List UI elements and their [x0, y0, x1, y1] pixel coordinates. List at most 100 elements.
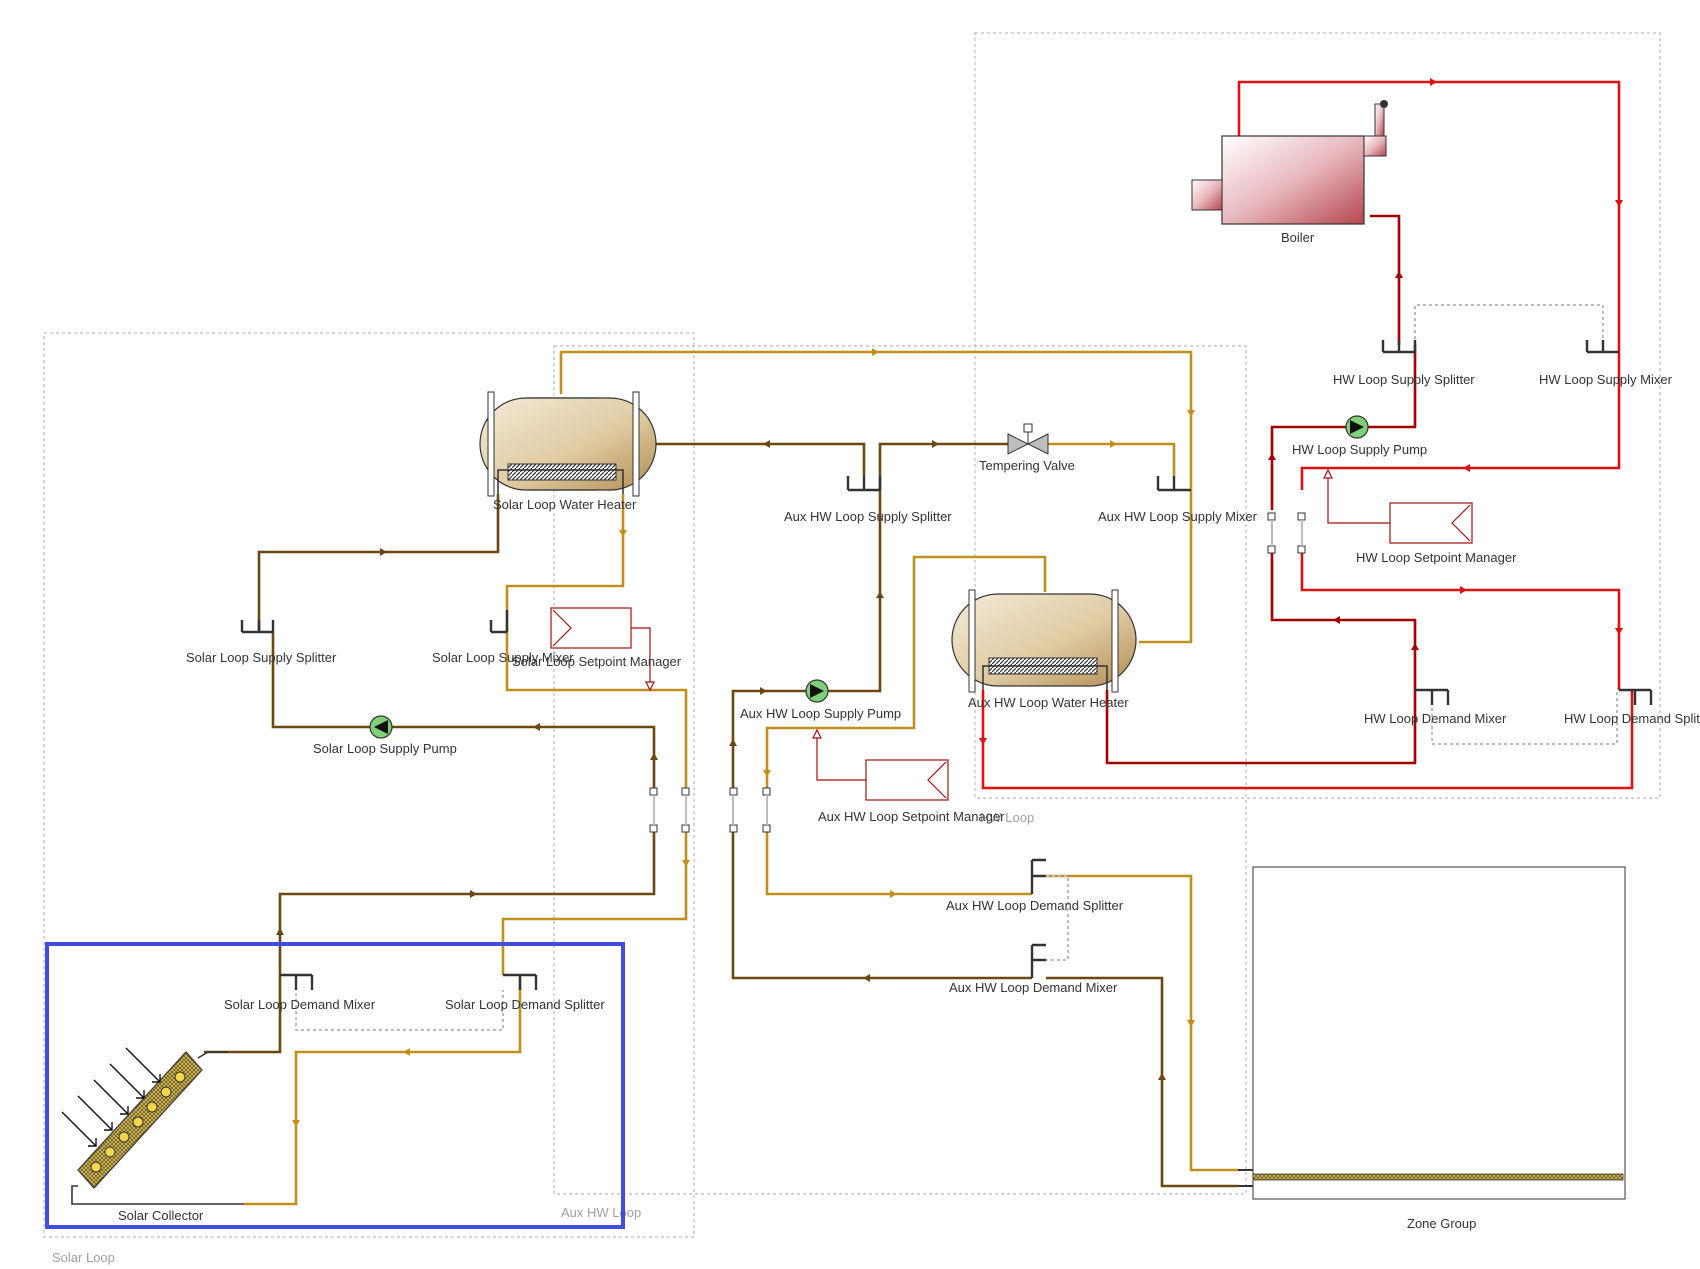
boiler-icon[interactable]: [1191, 100, 1388, 225]
node-icon[interactable]: [762, 787, 771, 796]
node-icon[interactable]: [1267, 512, 1276, 521]
flow-arrow: [276, 928, 284, 935]
hw-aux-heater-in-pipe: [1105, 690, 1417, 765]
hw-loop-label: HW Loop: [980, 810, 1034, 825]
loop-boundaries: [43, 32, 1661, 1238]
solar-tank-to-splitter: [257, 494, 500, 632]
hw-loop-setpoint-manager-label: HW Loop Setpoint Manager: [1356, 550, 1517, 565]
aux-hw-loop-supply-mixer-label: Aux HW Loop Supply Mixer: [1098, 509, 1258, 524]
solar-mixer-to-demand: [505, 632, 688, 792]
aux-demand-supply-pipe: [765, 828, 1032, 896]
node-icon[interactable]: [729, 824, 738, 833]
flow-arrow: [1268, 453, 1276, 460]
aux-tank-to-splitter: [655, 442, 866, 476]
hw-loop-demand-mixer-label: HW Loop Demand Mixer: [1364, 711, 1507, 726]
aux-demand-bypass: [1046, 875, 1069, 961]
node-icon[interactable]: [681, 787, 690, 796]
aux-hw-loop-water-heater-label: Aux HW Loop Water Heater: [968, 695, 1129, 710]
aux-hw-loop-supply-splitter[interactable]: [846, 476, 882, 492]
flow-arrow: [763, 770, 771, 777]
aux-valve-to-mixer: [1048, 442, 1176, 476]
solar-loop-supply-mixer-label: Solar Loop Supply Mixer: [432, 650, 574, 665]
setpoint-manager-icon[interactable]: [1323, 468, 1473, 544]
hw-loop-supply-pump-label: HW Loop Supply Pump: [1292, 442, 1427, 457]
pump-icon[interactable]: [805, 679, 829, 703]
node-icon[interactable]: [1267, 545, 1276, 554]
solar-demand-supply-pipe: [278, 828, 656, 975]
connectors: [240, 340, 1653, 990]
flow-arrow: [682, 860, 690, 867]
solar-loop-demand-splitter[interactable]: [503, 973, 538, 990]
aux-hw-loop-setpoint-manager-label: Aux HW Loop Setpoint Manager: [818, 809, 1005, 824]
hw-splitter-bypass: [1414, 304, 1604, 345]
flow-arrow: [619, 530, 627, 537]
pump-icon[interactable]: [1345, 415, 1369, 439]
node-icon[interactable]: [1297, 512, 1306, 521]
solar-loop-supply-splitter-label: Solar Loop Supply Splitter: [186, 650, 337, 665]
node-icon[interactable]: [1297, 545, 1306, 554]
solar-loop-supply-mixer[interactable]: [489, 610, 509, 634]
node-icon[interactable]: [649, 787, 658, 796]
flow-arrow: [1430, 78, 1437, 86]
aux-supply-mixer-out: [1139, 476, 1193, 644]
solar-collector-selection: [45, 942, 625, 1229]
flow-arrow: [1395, 271, 1403, 278]
hw-boiler-inlet-pipe: [1370, 214, 1401, 345]
hw-loop-supply-mixer-label: HW Loop Supply Mixer: [1539, 372, 1673, 387]
water-heater-icon[interactable]: [951, 589, 1137, 693]
solar-loop-supply-splitter[interactable]: [240, 620, 275, 634]
aux-hw-loop-supply-splitter-label: Aux HW Loop Supply Splitter: [784, 509, 952, 524]
aux-top-pipe: [559, 350, 1193, 476]
valve-icon[interactable]: [1007, 423, 1049, 455]
flow-arrow: [380, 548, 387, 556]
solar-loop-water-heater-label: Solar Loop Water Heater: [493, 497, 637, 512]
zone-group-box[interactable]: [1238, 866, 1626, 1200]
flow-arrow: [876, 591, 884, 598]
flow-arrow: [1187, 1020, 1195, 1027]
hw-loop-demand-splitter[interactable]: [1619, 688, 1653, 705]
aux-hw-loop-demand-splitter-label: Aux HW Loop Demand Splitter: [946, 898, 1124, 913]
flow-arrow: [729, 739, 737, 746]
aux-splitter-to-valve: [878, 442, 1008, 476]
flow-arrow: [1460, 586, 1467, 594]
hw-loop-supply-mixer[interactable]: [1585, 340, 1619, 354]
flow-arrow: [979, 738, 987, 745]
aux-hw-loop-demand-splitter[interactable]: [1030, 858, 1046, 894]
aux-demand-mixer-in: [1046, 976, 1238, 1188]
hw-loop-demand-splitter-label: HW Loop Demand Splitter: [1564, 711, 1700, 726]
aux-hw-loop-label: Aux HW Loop: [561, 1205, 641, 1220]
solar-demand-bypass: [295, 975, 504, 1031]
flow-arrow: [932, 440, 939, 448]
zone-group-label: Zone Group: [1407, 1216, 1476, 1231]
aux-hw-loop-supply-mixer[interactable]: [1156, 476, 1191, 492]
water-heater-icon[interactable]: [479, 391, 657, 497]
solar-loop-label: Solar Loop: [52, 1250, 115, 1265]
hw-loop-demand-mixer[interactable]: [1415, 688, 1450, 705]
aux-hw-loop-demand-mixer[interactable]: [1030, 943, 1046, 978]
solar-collector-icon[interactable]: [61, 1047, 244, 1205]
node-icon[interactable]: [681, 824, 690, 833]
flow-arrows: [276, 78, 1623, 1127]
solar-demand-return-pipe: [501, 828, 688, 975]
node-icon[interactable]: [762, 824, 771, 833]
hw-loop-supply-splitter-label: HW Loop Supply Splitter: [1333, 372, 1475, 387]
flow-arrow: [863, 974, 870, 982]
solar-loop-boundary: [43, 332, 695, 1238]
flow-arrow: [760, 687, 767, 695]
setpoint-manager-icon[interactable]: [812, 728, 949, 801]
node-icon[interactable]: [649, 824, 658, 833]
solar-collector-label: Solar Collector: [118, 1208, 204, 1223]
aux-hw-loop-demand-mixer-label: Aux HW Loop Demand Mixer: [949, 980, 1118, 995]
hw-loop-boundary: [974, 32, 1661, 799]
hw-loop-supply-splitter[interactable]: [1381, 340, 1417, 354]
solar-loop-setpoint-manager-label: Solar Loop Setpoint Manager: [512, 654, 682, 669]
solar-loop-demand-mixer[interactable]: [280, 973, 314, 990]
pump-icon[interactable]: [369, 715, 393, 739]
setpoint-manager-icon[interactable]: [550, 607, 655, 692]
flow-arrow: [650, 753, 658, 760]
flow-arrow: [1187, 410, 1195, 417]
node-icon[interactable]: [729, 787, 738, 796]
flow-arrow: [763, 440, 770, 448]
loop-nodes: [649, 512, 1306, 833]
